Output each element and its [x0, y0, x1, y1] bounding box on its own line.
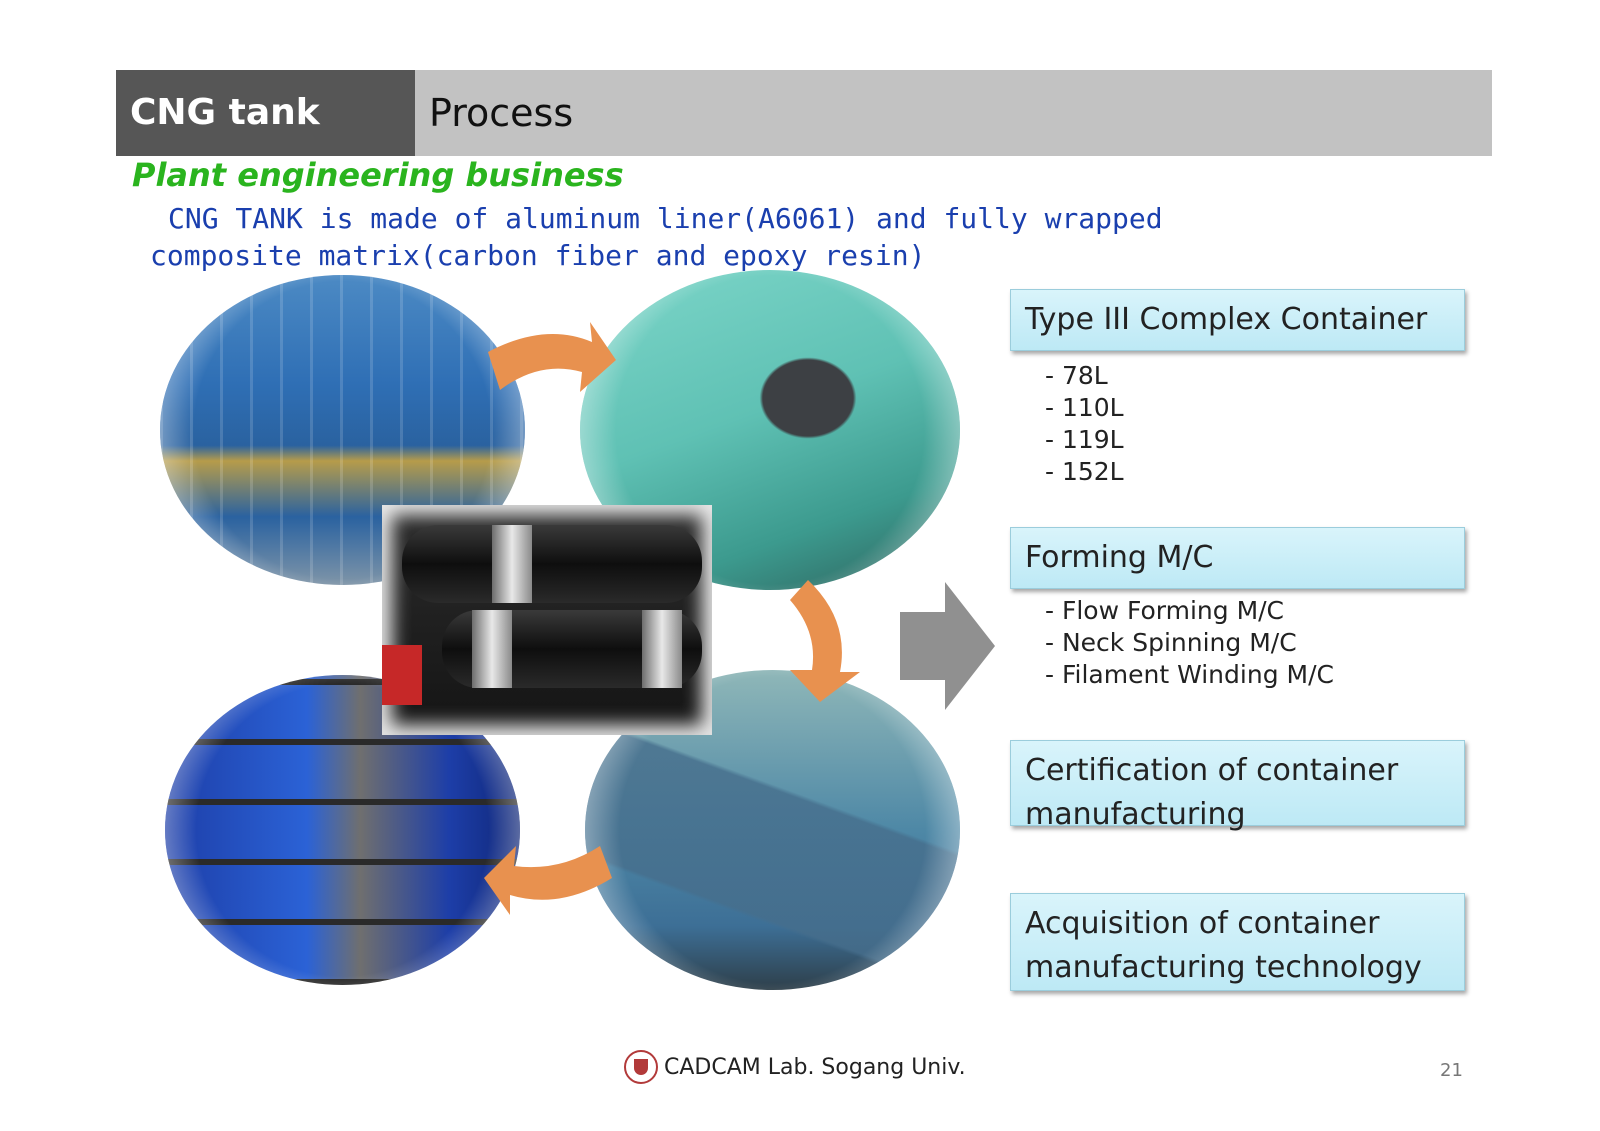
cylinder-shape	[402, 525, 702, 603]
page-title: Process	[415, 70, 1492, 156]
hydraulic-press-photo	[160, 275, 525, 585]
footer: CADCAM Lab. Sogang Univ.	[624, 1050, 966, 1084]
capacity-list: - 78L - 110L - 119L - 152L	[1045, 360, 1124, 488]
list-item: - Flow Forming M/C	[1045, 596, 1285, 625]
filament-winding-machine-photo	[165, 675, 520, 985]
box-forming-mc: Forming M/C	[1010, 527, 1465, 589]
subtitle: Plant engineering business	[132, 156, 624, 194]
page-number: 21	[1440, 1060, 1463, 1081]
box-certification: Certification of container manufacturing	[1010, 740, 1465, 832]
valve-cap	[382, 645, 422, 705]
cng-cylinders-photo	[382, 505, 712, 735]
list-item: - 110L	[1045, 393, 1124, 422]
footer-lab-name: CADCAM Lab. Sogang Univ.	[664, 1054, 966, 1080]
description-text: CNG TANK is made of aluminum liner(A6061…	[150, 202, 1163, 272]
list-item: - Neck Spinning M/C	[1045, 628, 1297, 657]
box-type-iii-container: Type III Complex Container	[1010, 289, 1465, 351]
list-item: - Filament Winding M/C	[1045, 660, 1334, 689]
result-arrow-icon	[900, 582, 995, 710]
university-seal-icon	[624, 1050, 658, 1084]
list-item: - 152L	[1045, 457, 1124, 486]
list-item: - 78L	[1045, 361, 1108, 390]
section-label: CNG tank	[116, 70, 415, 156]
box-acquisition: Acquisition of container manufacturing t…	[1010, 893, 1465, 991]
machine-list: - Flow Forming M/C - Neck Spinning M/C -…	[1045, 595, 1334, 691]
list-item: - 119L	[1045, 425, 1124, 454]
cylinder-shape	[442, 610, 702, 688]
